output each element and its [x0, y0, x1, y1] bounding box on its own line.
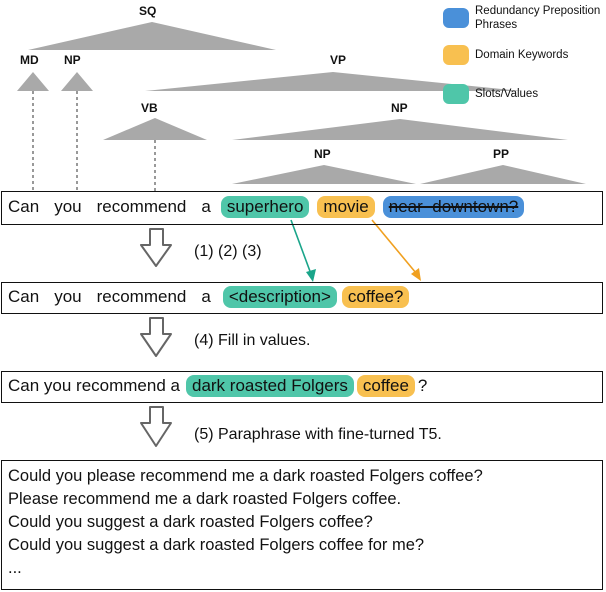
- keyword-chip: coffee?: [341, 286, 410, 308]
- slot-placeholder-chip: <description>: [222, 286, 337, 308]
- paraphrase-line: Please recommend me a dark roasted Folge…: [8, 490, 402, 508]
- legend-swatch-orange: [443, 45, 469, 65]
- paraphrase-line: Could you suggest a dark roasted Folgers…: [8, 536, 425, 554]
- node-pp: PP: [493, 147, 510, 161]
- word: Can: [8, 287, 40, 306]
- np-inner-triangle: [232, 165, 416, 184]
- node-vb: VB: [141, 101, 158, 115]
- slot-value-chip: dark roasted Folgers: [185, 375, 354, 397]
- sentence-suffix: ?: [417, 376, 428, 395]
- step-label-3: (5) Paraphrase with fine-turned T5.: [194, 426, 442, 443]
- paraphrase-list: Could you please recommend me a dark roa…: [8, 465, 483, 580]
- sentence-delexicalized: Can you recommend a <description> coffee…: [8, 286, 417, 308]
- slot-mapping-arrow: [290, 219, 312, 275]
- sentence-prefix: Can you recommend a: [8, 376, 180, 395]
- paraphrase-line: Could you suggest a dark roasted Folgers…: [8, 513, 373, 531]
- keyword-mapping-arrow: [371, 219, 417, 274]
- word: Can: [8, 197, 40, 216]
- legend-item-redundancy: Redundancy Preposition Phrases: [443, 4, 605, 32]
- legend-swatch-green: [443, 84, 469, 104]
- word: you: [54, 287, 82, 306]
- redundant-phrase-chip: near downtown?: [382, 196, 525, 218]
- vp-triangle: [145, 72, 521, 91]
- keyword-chip: coffee: [356, 375, 415, 397]
- sentence-box-filled: [1, 371, 603, 403]
- word: a: [201, 287, 211, 306]
- node-np-right: NP: [391, 101, 408, 115]
- sentence-original: Can you recommend a superhero movie near…: [8, 196, 532, 218]
- vb-triangle: [103, 118, 207, 140]
- legend-item-slots-values: Slots/Values: [443, 84, 538, 104]
- np-right-triangle: [232, 119, 568, 140]
- sentence-box-original: [1, 191, 603, 225]
- node-md: MD: [20, 53, 39, 67]
- step-label-1: (1) (2) (3): [194, 243, 262, 260]
- np-left-triangle: [61, 72, 93, 91]
- paraphrase-line: Could you please recommend me a dark roa…: [8, 467, 483, 485]
- legend-item-domain-keywords: Domain Keywords: [443, 45, 568, 65]
- word: a: [201, 197, 211, 216]
- down-arrow-1: [140, 228, 172, 267]
- word: you: [54, 197, 82, 216]
- legend-label: Slots/Values: [475, 88, 539, 100]
- pp-triangle: [420, 165, 586, 184]
- keyword-chip: movie: [317, 196, 375, 218]
- word: recommend: [96, 287, 187, 306]
- keyword-mapping-arrowhead: [411, 268, 421, 281]
- sentence-box-delexicalized: [1, 282, 603, 314]
- sentence-filled: Can you recommend a dark roasted Folgers…: [8, 375, 427, 397]
- sq-triangle: [28, 22, 276, 50]
- paraphrase-output-box: [1, 460, 603, 590]
- legend-swatch-blue: [443, 8, 469, 28]
- node-np-left: NP: [64, 53, 81, 67]
- md-triangle: [17, 72, 49, 91]
- node-np-inner: NP: [314, 147, 331, 161]
- slot-chip: superhero: [220, 196, 310, 218]
- down-arrow-2: [140, 317, 172, 357]
- node-sq: SQ: [139, 4, 157, 18]
- down-arrow-3: [140, 406, 172, 447]
- node-vp: VP: [330, 53, 347, 67]
- slot-mapping-arrowhead: [306, 269, 316, 282]
- paraphrase-ellipsis: ...: [8, 559, 22, 577]
- step-label-2: (4) Fill in values.: [194, 332, 311, 349]
- legend-label: Domain Keywords: [475, 49, 569, 61]
- word: recommend: [96, 197, 187, 216]
- legend-label: Redundancy Preposition Phrases: [475, 5, 601, 31]
